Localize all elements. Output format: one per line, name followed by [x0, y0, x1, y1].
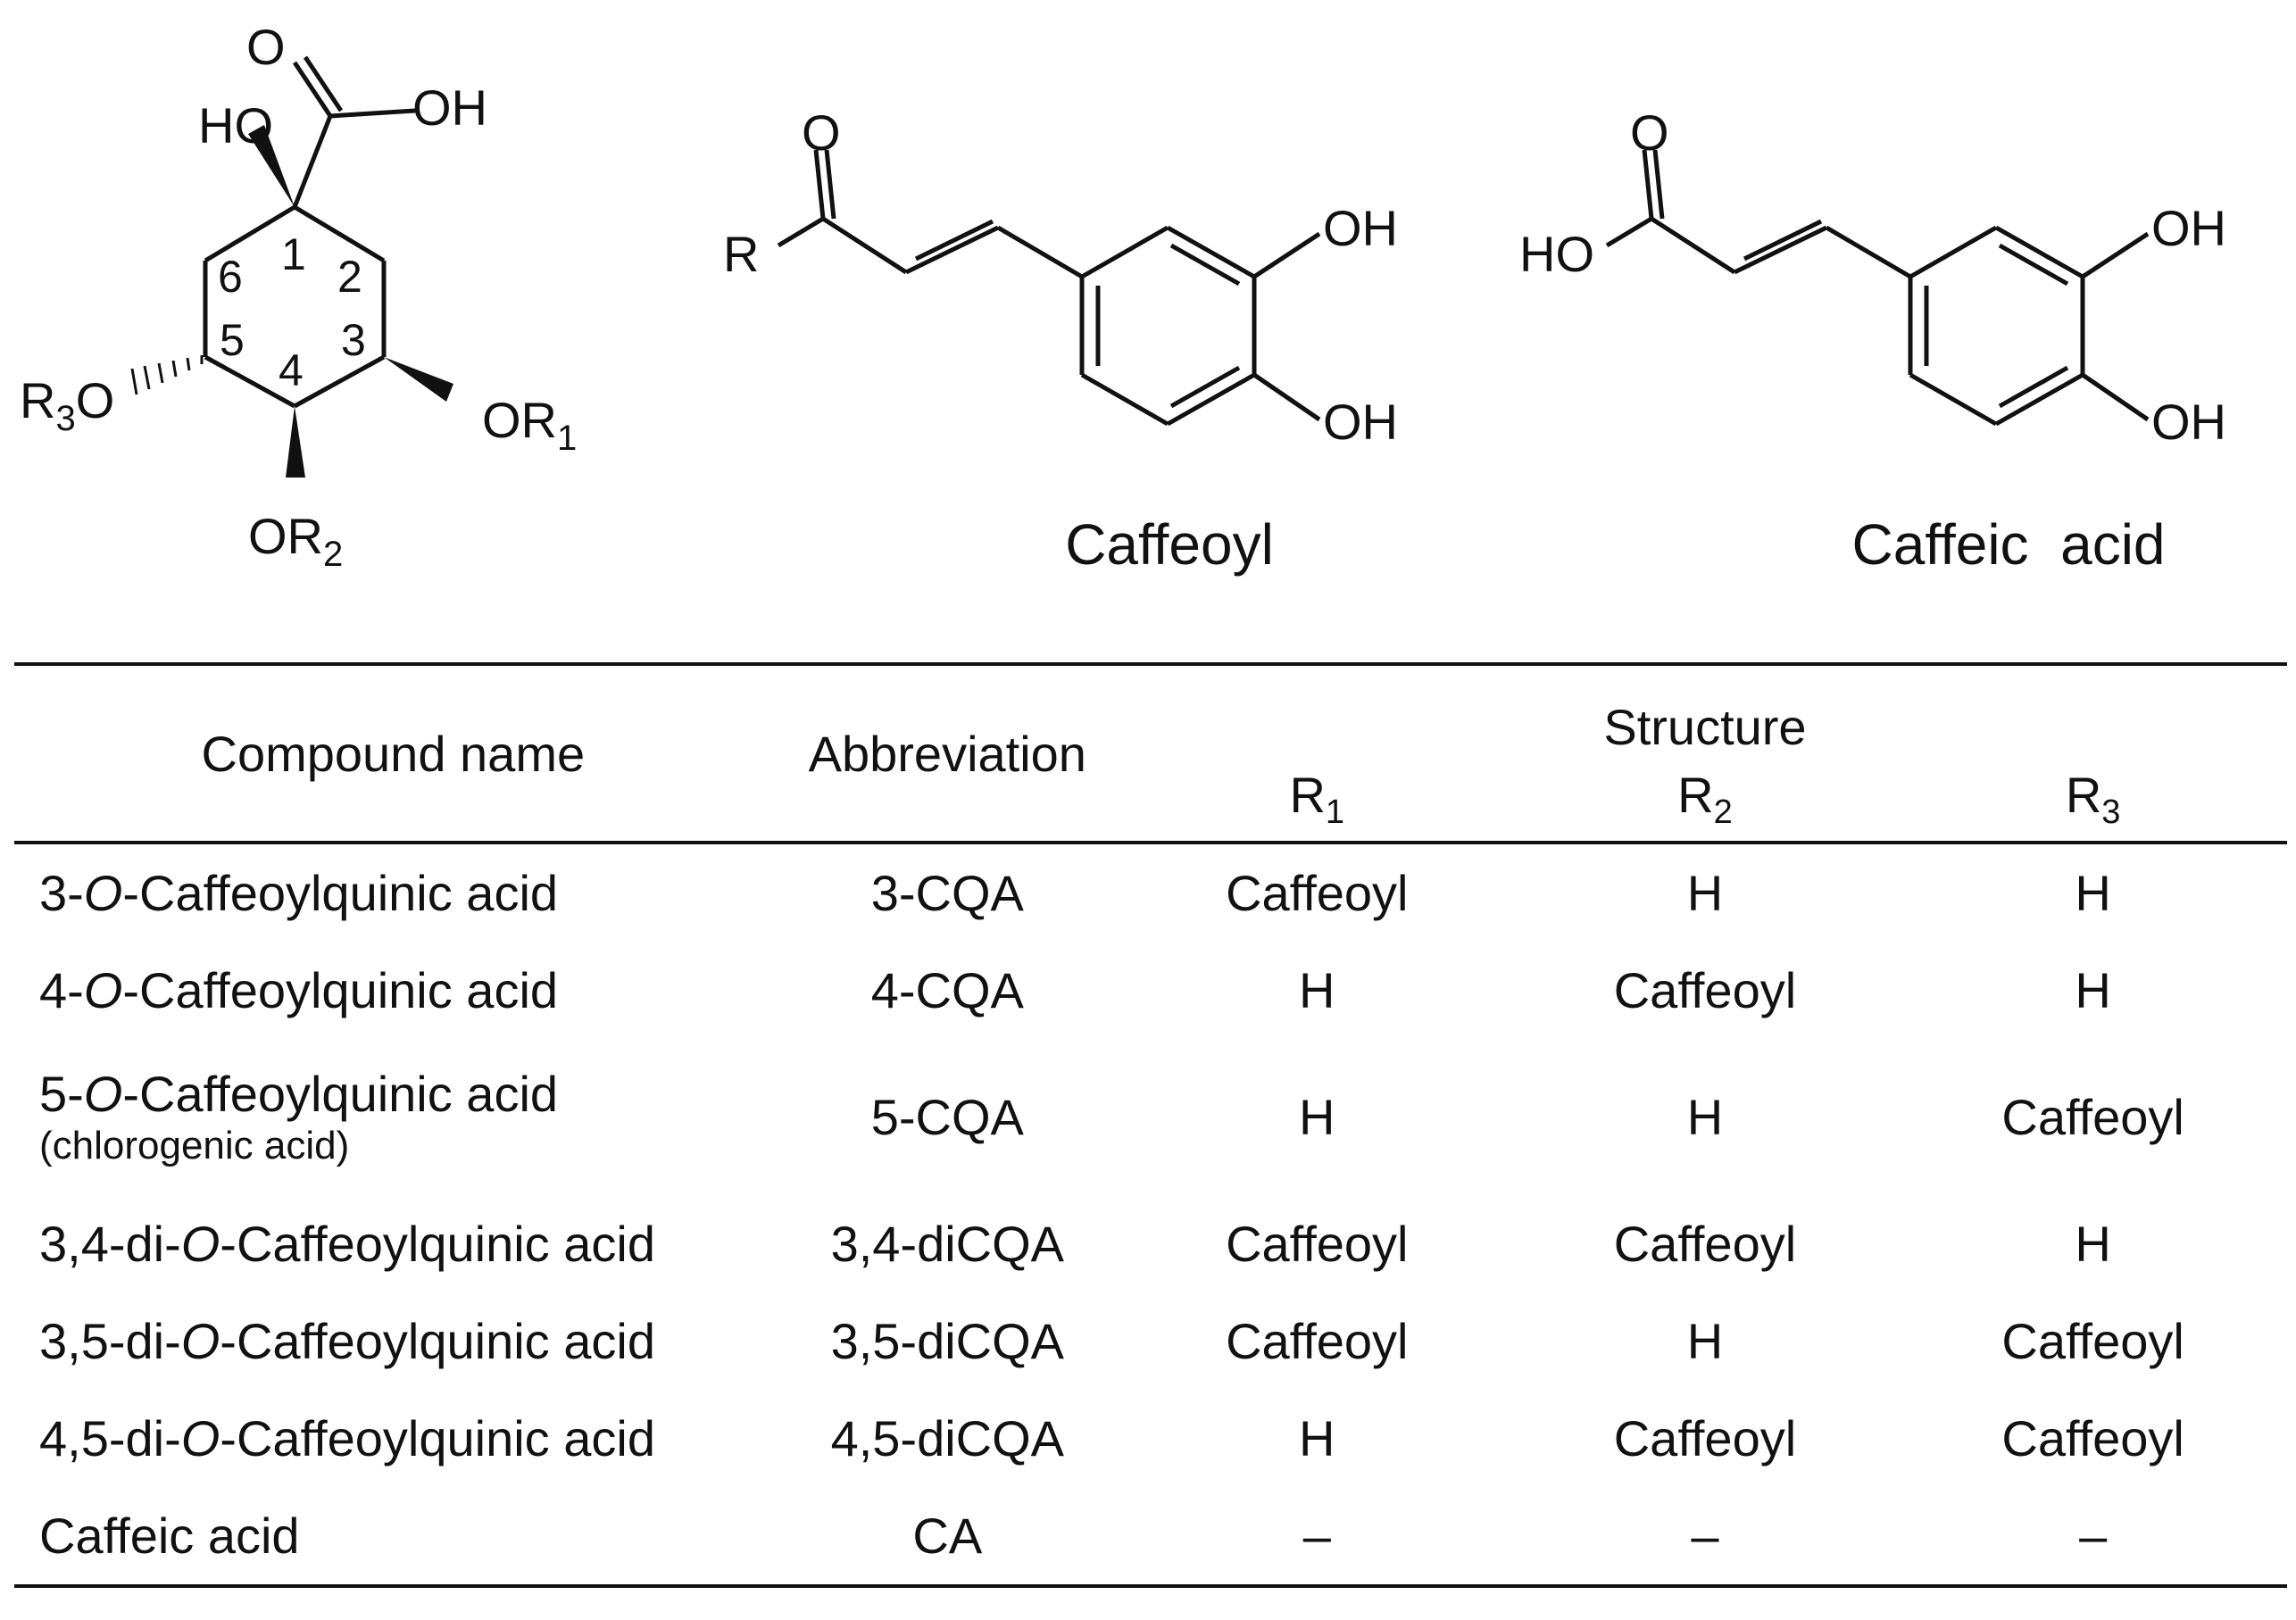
- r2-cell: H: [1686, 865, 1724, 921]
- structure-panel: O OH HO R3O OR1 OR2 1 2 3 4 5 6 R O OH O…: [0, 0, 2296, 625]
- caffeic-ho: HO: [1519, 226, 1594, 282]
- r3-cell: H: [2075, 1216, 2111, 1272]
- wedge-bond: [384, 357, 453, 402]
- r1-cell: Caffeoyl: [1226, 865, 1409, 921]
- r2-cell: H: [1686, 1089, 1724, 1145]
- compound-table: Compound name Abbreviation Structure R1 …: [14, 662, 2287, 1588]
- r3-cell: –: [1899, 1487, 2287, 1588]
- r2-cell: –: [1510, 1487, 1900, 1588]
- r3-cell: Caffeoyl: [2001, 1410, 2184, 1466]
- quinic-carbonyl-o: O: [246, 19, 286, 75]
- header-compound-name: Compound name: [14, 662, 772, 844]
- caffeoyl-oh-top: OH: [1323, 200, 1398, 256]
- header-structure: Structure: [1122, 662, 2287, 757]
- abbreviation-cell: 5-CQA: [870, 1089, 1024, 1145]
- caffeoyl-structure: [777, 149, 1321, 427]
- r1-cell: H: [1299, 1089, 1335, 1145]
- caffeic-o: O: [1630, 104, 1669, 161]
- compound-name: 3,5-di-O-Caffeoylquinic acid: [39, 1313, 655, 1369]
- r2-cell: Caffeoyl: [1613, 962, 1797, 1018]
- table-row: Caffeic acid CA – – –: [14, 1487, 2287, 1588]
- header-abbreviation: Abbreviation: [771, 662, 1123, 844]
- table-row: 3-O-Caffeoylquinic acid 3-CQA Caffeoyl H…: [14, 843, 2287, 942]
- abbreviation-cell: CA: [771, 1487, 1123, 1588]
- caffeoyl-oh-bottom: OH: [1323, 394, 1398, 450]
- r3-cell: H: [2075, 865, 2111, 921]
- r1-cell: H: [1299, 1410, 1335, 1466]
- r3-cell: H: [2075, 962, 2111, 1018]
- caffeoyl-r: R: [723, 226, 759, 282]
- table-row: 3,5-di-O-Caffeoylquinic acid 3,5-diCQA C…: [14, 1292, 2287, 1390]
- compound-name: Caffeic acid: [14, 1487, 772, 1588]
- ring-number-6: 6: [218, 252, 243, 302]
- abbreviation-cell: 3-CQA: [870, 865, 1024, 921]
- compound-name: 3,4-di-O-Caffeoylquinic acid: [39, 1216, 655, 1272]
- r1-cell: H: [1299, 962, 1335, 1018]
- r3-cell: Caffeoyl: [2001, 1313, 2184, 1369]
- ring-number-5: 5: [220, 315, 245, 365]
- compound-note: (chlorogenic acid): [39, 1124, 350, 1167]
- abbreviation-cell: 4,5-diCQA: [830, 1410, 1065, 1466]
- compound-name: 5-O-Caffeoylquinic acid(chlorogenic acid…: [14, 1039, 772, 1195]
- compound-table-wrap: Compound name Abbreviation Structure R1 …: [14, 662, 2287, 1588]
- compound-name: 4,5-di-O-Caffeoylquinic acid: [39, 1410, 655, 1466]
- abbreviation-cell: 3,4-diCQA: [830, 1216, 1065, 1272]
- compound-name: 4-O-Caffeoylquinic acid: [39, 962, 559, 1018]
- r2-cell: Caffeoyl: [1613, 1410, 1797, 1466]
- compound-name: 3-O-Caffeoylquinic acid: [39, 865, 559, 921]
- header-r2: R2: [1510, 757, 1900, 844]
- abbreviation-cell: 4-CQA: [870, 962, 1024, 1018]
- header-r3: R3: [1899, 757, 2287, 844]
- abbreviation-cell: 3,5-diCQA: [830, 1313, 1065, 1369]
- ring-number-2: 2: [337, 252, 362, 302]
- hash-bond: [130, 355, 204, 395]
- r2-cell: H: [1686, 1313, 1724, 1369]
- or2-label: OR2: [248, 508, 343, 574]
- ring-number-1: 1: [281, 229, 306, 279]
- ring-number-4: 4: [279, 345, 304, 395]
- structure-drawings: O OH HO R3O OR1 OR2 1 2 3 4 5 6 R O OH O…: [20, 19, 2226, 577]
- r3-cell: Caffeoyl: [2001, 1089, 2184, 1145]
- quinic-ho: HO: [198, 97, 273, 154]
- table-row: 5-O-Caffeoylquinic acid(chlorogenic acid…: [14, 1039, 2287, 1195]
- caffeic-acid-caption: Caffeic acid: [1852, 512, 2166, 577]
- header-r1: R1: [1122, 757, 1511, 844]
- r1-cell: Caffeoyl: [1226, 1313, 1409, 1369]
- wedge-bond: [248, 125, 295, 207]
- r2-cell: Caffeoyl: [1613, 1216, 1797, 1272]
- table-row: 4,5-di-O-Caffeoylquinic acid 4,5-diCQA H…: [14, 1390, 2287, 1487]
- wedge-bond: [286, 406, 305, 478]
- caffeic-oh-bottom: OH: [2151, 394, 2226, 450]
- caffeic-acid-structure: [1605, 149, 2150, 427]
- ring-number-3: 3: [341, 315, 366, 365]
- r1-cell: Caffeoyl: [1226, 1216, 1409, 1272]
- r3o-label: R3O: [20, 372, 114, 438]
- or1-label: OR1: [482, 392, 577, 458]
- table-row: 4-O-Caffeoylquinic acid 4-CQA H Caffeoyl…: [14, 942, 2287, 1039]
- caffeoyl-caption: Caffeoyl: [1065, 512, 1274, 577]
- r1-cell: –: [1122, 1487, 1511, 1588]
- table-row: 3,4-di-O-Caffeoylquinic acid 3,4-diCQA C…: [14, 1195, 2287, 1292]
- quinic-acid-oh: OH: [412, 79, 487, 136]
- quinic-acid-structure: [203, 55, 416, 409]
- caffeic-oh-top: OH: [2151, 200, 2226, 256]
- caffeoyl-o: O: [802, 104, 841, 161]
